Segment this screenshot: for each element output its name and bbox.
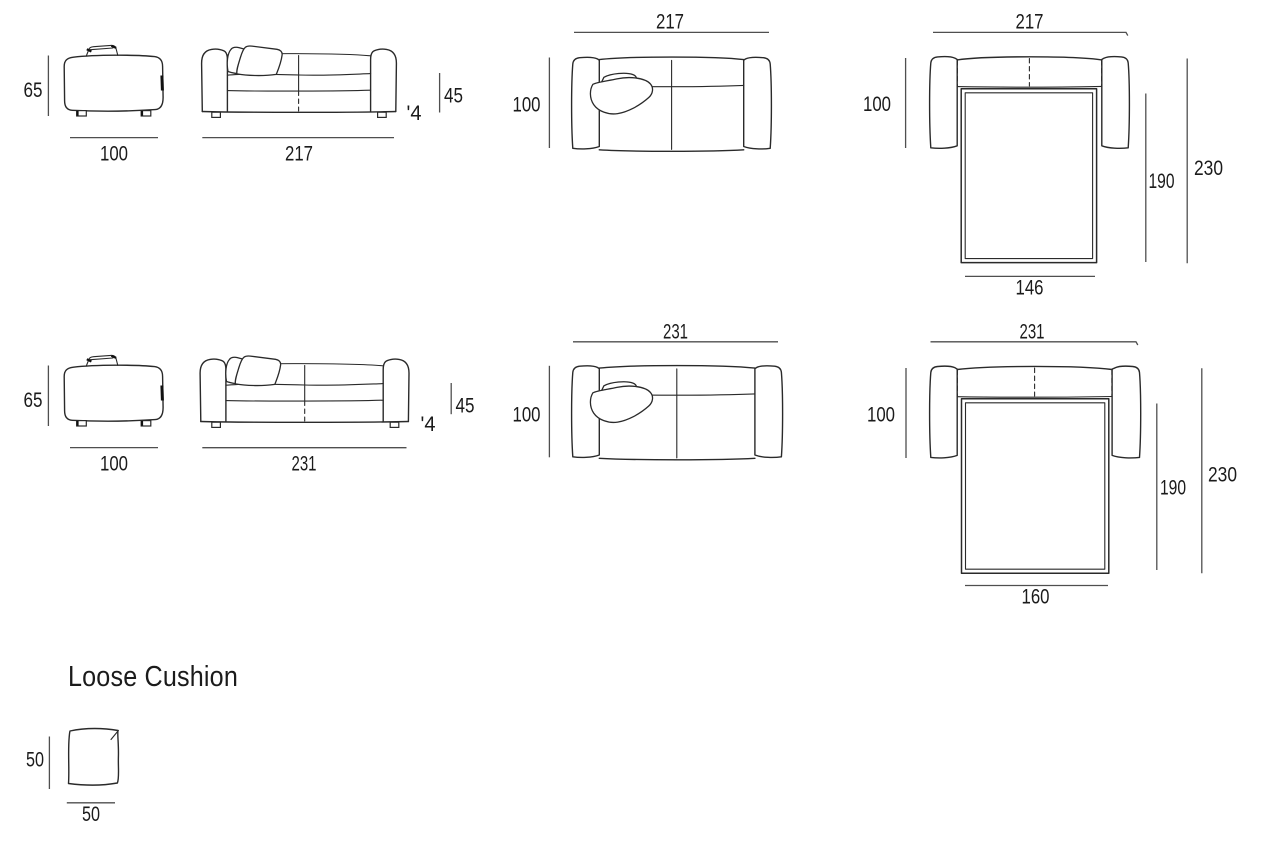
diagram-sofa231-top-view: 231 100 — [513, 320, 784, 461]
diagram-sofa231-side-view: 65 100 — [24, 353, 165, 476]
front-right-arm — [369, 48, 398, 113]
section-loose-cushion: Loose Cushion 50 50 — [26, 661, 238, 826]
bed-left-arm — [928, 55, 958, 150]
top-left-arm — [570, 56, 600, 150]
bed-right-arm — [1101, 55, 1131, 150]
front-left-arm — [200, 48, 229, 113]
front-pillows-drawing — [226, 45, 283, 77]
depth-dim-label: 100 — [867, 404, 895, 427]
top-right-arm — [743, 56, 773, 150]
bed-backrest-line — [956, 85, 1103, 88]
bed-mattress-outer-frame — [960, 398, 1110, 574]
top-back-edge — [598, 364, 756, 369]
front-seat-band-line — [226, 89, 372, 92]
cushion-drawing — [67, 727, 120, 786]
width-dim-line — [930, 341, 1139, 346]
diagram-sofa217-side-view: 65 100 — [24, 43, 165, 166]
mattress-length-dim-label: 190 — [1160, 477, 1186, 500]
bed-mattress-inner-frame — [964, 402, 1106, 570]
bed-back-edge — [956, 365, 1113, 371]
front-base-edge — [200, 420, 410, 424]
diagram-sofa231-front-view: 231 45 '4 — [199, 355, 475, 476]
height-dim-label: 65 — [24, 79, 43, 102]
width-dim-label: 231 — [292, 453, 317, 476]
front-right-arm — [382, 358, 410, 423]
front-pillows-drawing — [225, 355, 282, 387]
width-dim-label: 100 — [100, 143, 128, 166]
depth-dim-label: 100 — [513, 94, 541, 117]
front-sofa-leg — [211, 111, 222, 118]
bed-mattress-outer-frame — [960, 88, 1098, 264]
foot-mark-label: '4 — [421, 413, 436, 436]
front-left-arm — [199, 358, 227, 423]
section-title: Loose Cushion — [68, 661, 238, 693]
front-seat-band-line — [225, 399, 384, 402]
width-dim-label: 231 — [1020, 320, 1045, 343]
bed-seam-dashes — [956, 367, 1113, 397]
depth-dim-label: 100 — [513, 404, 541, 427]
width-dim-label: 100 — [100, 453, 128, 476]
top-right-arm — [754, 365, 784, 459]
width-dim-label: 217 — [1016, 11, 1044, 34]
side-sofa-drawing — [62, 353, 165, 428]
diagram-sofa231-open-bed-view: 231 100 190 230 160 — [867, 320, 1237, 608]
bed-mattress-inner-frame — [964, 92, 1094, 260]
cushion-corner-fold — [110, 729, 119, 741]
bed-back-edge — [956, 56, 1103, 61]
width-dim-line — [933, 31, 1129, 36]
width-dim-label: 231 — [663, 320, 688, 343]
bed-backrest-line — [956, 395, 1113, 398]
seat-height-dim-label: 45 — [456, 395, 475, 418]
front-sofa-leg — [377, 111, 387, 118]
seat-height-dim-label: 45 — [444, 85, 463, 108]
top-front-edge — [598, 457, 756, 461]
foot-mark-label: '4 — [407, 102, 422, 125]
bed-seam-dashes — [956, 57, 1103, 87]
depth-dim-label: 100 — [863, 93, 891, 116]
open-depth-dim-label: 230 — [1194, 157, 1223, 180]
mattress-width-dim-label: 160 — [1022, 586, 1050, 609]
diagram-sofa217-open-bed-view: 217 100 190 230 146 — [863, 11, 1223, 300]
width-dim-label: 50 — [82, 803, 100, 826]
diagram-sofa217-top-view: 217 100 — [513, 11, 773, 152]
top-left-arm — [570, 365, 600, 459]
diagram-sofa217-front-view: 217 45 '4 — [200, 45, 463, 166]
mattress-length-dim-label: 190 — [1149, 170, 1175, 193]
width-dim-label: 217 — [656, 11, 684, 34]
width-dim-label: 217 — [285, 143, 313, 166]
bed-right-arm — [1111, 365, 1142, 459]
top-front-edge — [598, 149, 745, 152]
front-sofa-leg — [211, 421, 222, 429]
bed-left-arm — [928, 365, 958, 459]
open-depth-dim-label: 230 — [1208, 464, 1237, 487]
top-back-edge — [598, 56, 745, 61]
mattress-width-dim-label: 146 — [1016, 277, 1044, 300]
front-base-edge — [201, 110, 397, 114]
height-dim-label: 65 — [24, 389, 43, 412]
side-sofa-drawing — [62, 43, 165, 118]
height-dim-label: 50 — [26, 749, 44, 772]
front-sofa-leg — [389, 421, 400, 429]
